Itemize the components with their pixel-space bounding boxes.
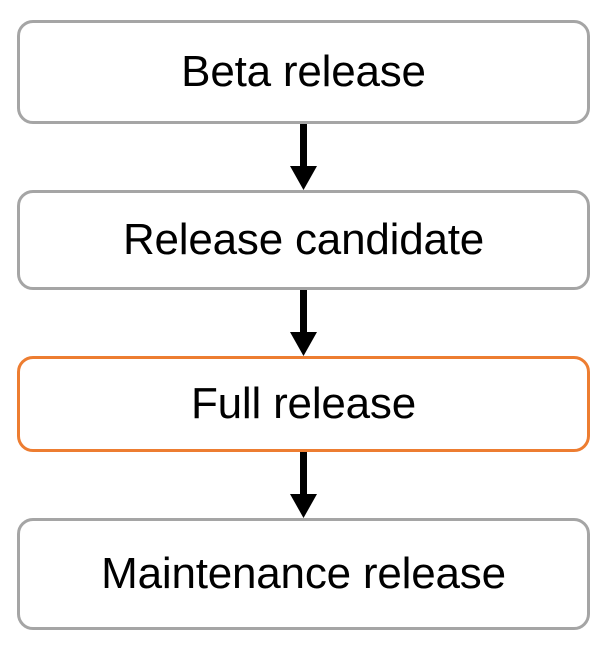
flowchart-node-maintenance-release[interactable]: Maintenance release [17, 518, 590, 630]
flowchart-node-label: Full release [190, 379, 417, 428]
down-arrow-icon [290, 452, 317, 518]
flowchart-arrow-beta-to-rc [0, 124, 607, 190]
flowchart-node-release-candidate[interactable]: Release candidate [17, 190, 590, 290]
flowchart-node-full-release[interactable]: Full release [17, 356, 590, 452]
flowchart-node-beta-release[interactable]: Beta release [17, 20, 590, 124]
flowchart-arrow-full-to-maintenance [0, 452, 607, 518]
flowchart-node-label: Beta release [181, 47, 426, 96]
flowchart-node-label: Maintenance release [101, 549, 506, 598]
down-arrow-icon [290, 290, 317, 356]
flowchart-arrow-rc-to-full [0, 290, 607, 356]
down-arrow-icon [290, 124, 317, 190]
flowchart-node-label: Release candidate [122, 215, 485, 264]
